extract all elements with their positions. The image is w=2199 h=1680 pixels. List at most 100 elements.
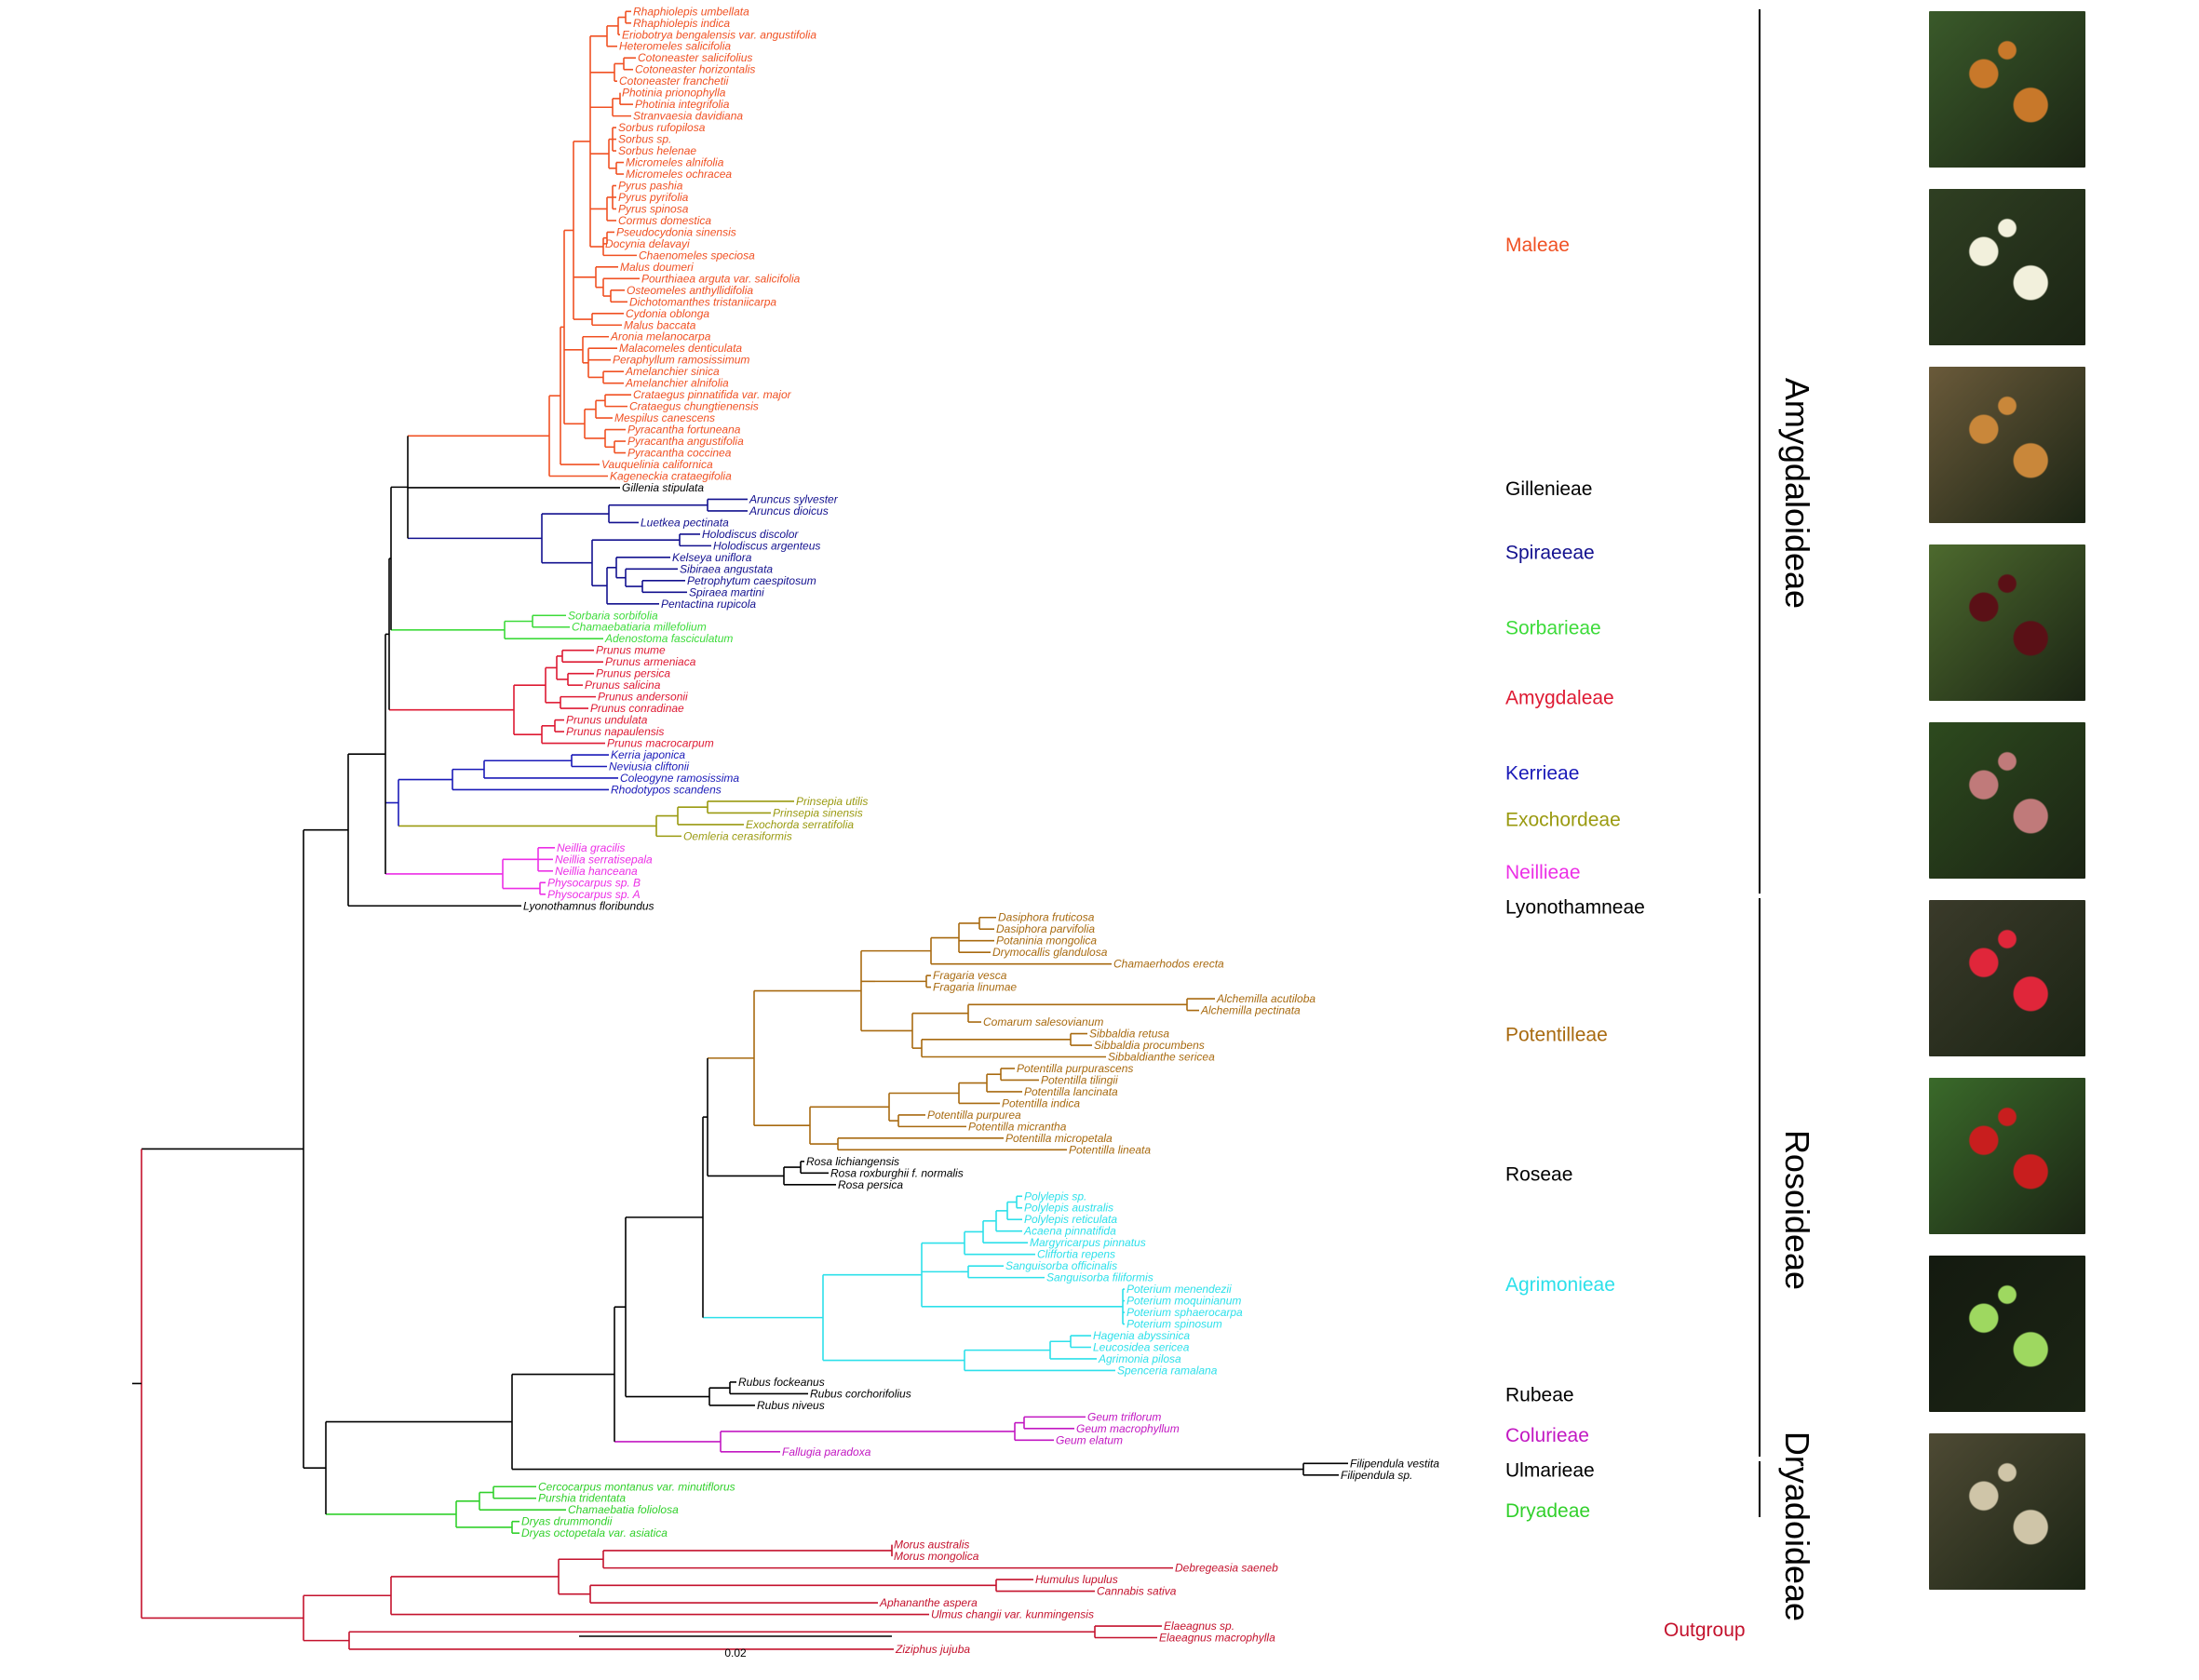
tip-label: Amelanchier sinica [625, 365, 720, 378]
tip-label: Rosa persica [838, 1178, 903, 1191]
tip-label: Aphananthe aspera [879, 1596, 978, 1609]
tip-label: Spiraea martini [689, 585, 764, 598]
tip-label: Gillenia stipulata [622, 481, 704, 494]
tip-label: Photinia integrifolia [635, 98, 730, 111]
tip-label: Cormus domestica [618, 214, 711, 227]
tip-label: Petrophytum caespitosum [687, 574, 816, 587]
tip-label: Poterium menendezii [1126, 1283, 1232, 1296]
tip-label: Prunus conradinae [590, 702, 684, 715]
tip-label: Micromeles ochracea [626, 168, 732, 181]
tip-label: Fragaria vesca [933, 969, 1007, 982]
tip-label: Sibbaldia retusa [1089, 1028, 1169, 1041]
tip-label: Mespilus canescens [614, 411, 715, 424]
tip-label: Prinsepia sinensis [773, 806, 863, 819]
tribe-label: Amygdaleae [1505, 688, 1614, 709]
photo-rose-hips [1929, 1078, 2085, 1234]
tip-label: Cydonia oblonga [626, 307, 709, 320]
photo-cherries [1929, 544, 2085, 701]
tip-label: Cliffortia repens [1037, 1248, 1115, 1261]
tribe-label: Rubeae [1505, 1384, 1574, 1405]
tip-label: Alchemilla pectinata [1200, 1004, 1301, 1017]
tip-label: Potaninia mongolica [996, 934, 1097, 948]
tip-label: Poterium sphaerocarpa [1126, 1306, 1243, 1319]
tip-label: Cotoneaster franchetii [619, 74, 729, 87]
tip-label: Pyrus pashia [618, 180, 683, 193]
tip-label: Agrimonia pilosa [1098, 1352, 1181, 1365]
tip-label: Malus doumeri [620, 261, 694, 274]
tip-label: Malacomeles denticulata [619, 342, 742, 355]
tip-label: Pyrus spinosa [618, 202, 689, 215]
tip-label: Rubus fockeanus [738, 1376, 825, 1389]
tip-label: Humulus lupulus [1035, 1573, 1118, 1586]
tip-label: Chaenomeles speciosa [639, 249, 755, 262]
tip-label: Adenostoma fasciculatum [604, 632, 733, 645]
tip-label: Potentilla lineata [1069, 1143, 1151, 1156]
tip-label: Chamaebatia foliolosa [568, 1503, 679, 1516]
tip-label: Osteomeles anthyllidifolia [627, 284, 753, 297]
tribe-label: Lyonothamneae [1505, 896, 1645, 918]
tip-label: Sibbaldianthe sericea [1108, 1051, 1215, 1064]
tip-label: Polylepis australis [1024, 1202, 1113, 1215]
tip-label: Kerria japonica [611, 748, 685, 761]
tip-label: Potentilla lancinata [1024, 1085, 1118, 1098]
tribe-label: Spiraeeae [1505, 543, 1595, 564]
tip-label: Filipendula vestita [1350, 1457, 1439, 1470]
photo-red-berries [1929, 900, 2085, 1056]
tip-label: Physocarpus sp. A [547, 888, 641, 901]
tip-label: Luetkea pectinata [641, 516, 729, 529]
tip-label: Aronia melanocarpa [610, 330, 711, 343]
subfamily-rosoideae-label: Rosoideae [1778, 1130, 1816, 1290]
tip-label: Prunus salicina [585, 679, 661, 692]
tip-label: Sorbaria sorbifolia [568, 609, 658, 622]
tip-label: Neillia gracilis [557, 841, 625, 854]
tip-label: Dasiphora fruticosa [998, 911, 1095, 924]
tribe-label: Gillenieae [1505, 478, 1592, 500]
tip-label: Rhaphiolepis indica [633, 17, 730, 30]
tree-branches [132, 10, 1348, 1650]
tip-label: Ziziphus jujuba [895, 1643, 970, 1656]
tip-label: Kageneckia crataegifolia [610, 470, 732, 483]
tip-label: Cotoneaster salicifolius [638, 51, 752, 64]
tip-label: Pyracantha angustifolia [627, 435, 744, 448]
tip-label: Potentilla purpurascens [1017, 1062, 1133, 1075]
tip-label: Rosa lichiangensis [806, 1155, 899, 1168]
tribe-labels: MaleaeGillenieaeSpiraeeaeSorbarieaeAmygd… [1505, 235, 1746, 1641]
tip-label: Chamaebatiaria millefolium [572, 621, 707, 634]
tip-label: Potentilla tilingii [1041, 1073, 1118, 1086]
subfamily-amygdaloideae-label: Amygdaloideae [1778, 378, 1816, 609]
tip-label: Sibiraea angustata [680, 562, 773, 575]
tip-label: Acaena pinnatifida [1023, 1225, 1116, 1238]
tip-label: Vauquelinia californica [601, 458, 713, 471]
tip-label: Ulmus changii var. kunmingensis [931, 1608, 1094, 1621]
tip-label: Potentilla micrantha [968, 1120, 1067, 1133]
tip-label: Fragaria linumae [933, 981, 1017, 994]
tip-label: Sibbaldia procumbens [1094, 1039, 1205, 1052]
tip-label: Rubus niveus [757, 1399, 825, 1412]
tribe-label: Potentilleae [1505, 1025, 1608, 1046]
tip-label: Morus mongolica [894, 1550, 979, 1563]
tip-label: Comarum salesovianum [983, 1015, 1103, 1028]
tip-label: Cotoneaster horizontalis [635, 63, 755, 76]
tip-label: Potentilla micropetala [1005, 1132, 1113, 1145]
tip-label: Dryas drummondii [521, 1515, 613, 1528]
tribe-label: Outgroup [1664, 1620, 1746, 1641]
tip-label: Poterium spinosum [1126, 1318, 1222, 1331]
tip-label: Sorbus rufopilosa [618, 121, 706, 134]
tip-label: Peraphyllum ramosissimum [613, 354, 749, 367]
tip-label: Lyonothamnus floribundus [523, 899, 654, 912]
tip-label: Morus australis [894, 1539, 969, 1552]
tip-label: Exochorda serratifolia [746, 818, 854, 831]
tip-label: Polylepis sp. [1024, 1189, 1086, 1203]
tip-label: Stranvaesia davidiana [633, 110, 743, 123]
scale-bar-label: 0.02 [724, 1646, 747, 1660]
tip-label: Leucosidea sericea [1093, 1341, 1190, 1354]
tip-label: Cercocarpus montanus var. minutiflorus [538, 1480, 735, 1493]
tip-label: Neillia serratisepala [555, 853, 653, 866]
tip-label: Geum macrophyllum [1076, 1422, 1180, 1435]
tribe-label: Colurieae [1505, 1425, 1589, 1446]
tip-label: Fallugia paradoxa [782, 1445, 871, 1458]
tip-label: Pyracantha fortuneana [627, 423, 741, 437]
